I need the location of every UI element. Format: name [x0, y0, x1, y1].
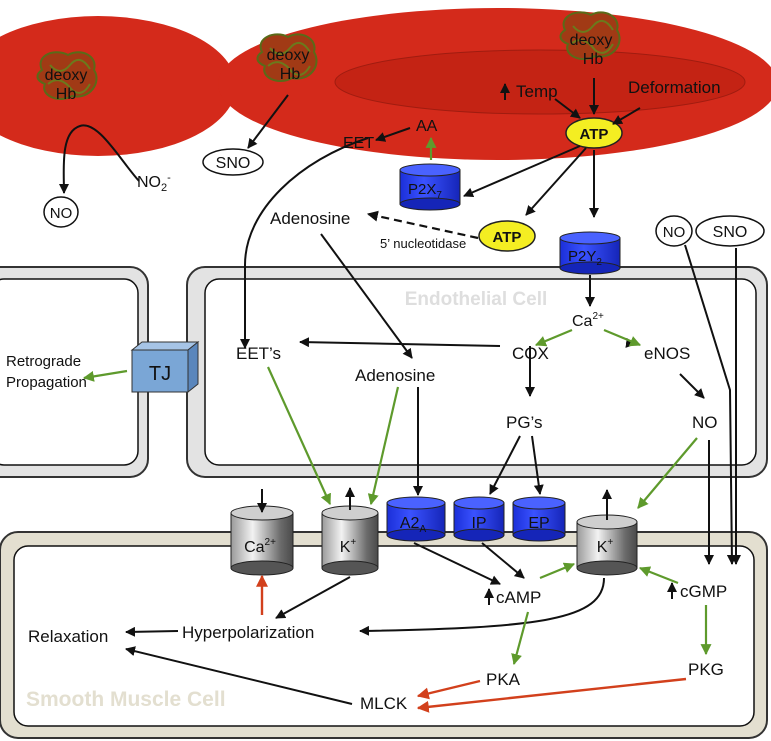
svg-text:P2X7: P2X7 — [408, 181, 442, 201]
green-arrows — [82, 136, 712, 666]
pgs-label: PG’s — [506, 413, 543, 432]
ip-receptor: IP — [453, 496, 505, 542]
svg-text:ATP: ATP — [493, 229, 522, 246]
hyperpolarization-label: Hyperpolarization — [182, 623, 314, 642]
enos-label: eNOS — [644, 344, 690, 363]
red-blood-cell-left — [0, 16, 236, 156]
nucleotidase-label: 5’ nucleotidase — [380, 236, 466, 251]
neighbor-endothelial-cell — [0, 266, 149, 478]
deoxy-hb-icon — [36, 51, 98, 101]
deformation-label: Deformation — [628, 78, 721, 97]
eets-label: EET’s — [236, 344, 281, 363]
propagation-label: Propagation — [6, 374, 87, 391]
mlck-label: MLCK — [360, 694, 408, 713]
atp-interstitial: ATP — [478, 220, 536, 252]
ep-receptor: EP — [512, 496, 566, 542]
eet-label: EET — [343, 135, 374, 152]
svg-text:NO: NO — [50, 205, 73, 222]
svg-text:TJ: TJ — [149, 363, 171, 385]
pkg-label: PKG — [688, 660, 724, 679]
no-endo-label: NO — [692, 413, 718, 432]
tight-junction: TJ — [130, 340, 200, 394]
deoxy-hb-label: deoxy — [45, 67, 88, 84]
deoxy-hb-label: Hb — [280, 66, 301, 83]
atp-rbc: ATP — [565, 117, 623, 149]
nitrite-label: NO2- — [137, 172, 171, 194]
svg-text:K+: K+ — [340, 537, 357, 556]
svg-text:Ca2+: Ca2+ — [244, 537, 276, 556]
adenosine-label: Adenosine — [270, 209, 350, 228]
sno-bubble: SNO — [202, 148, 264, 176]
deoxy-hb-icon — [559, 11, 621, 61]
retrograde-label: Retrograde — [6, 353, 81, 370]
svg-text:IP: IP — [471, 515, 486, 532]
deoxy-hb-label: Hb — [56, 86, 77, 103]
cgmp-label: cGMP — [680, 582, 727, 601]
calcium-label: Ca2+ — [572, 311, 604, 330]
a2a-receptor: A2A — [386, 496, 446, 542]
svg-text:ATP: ATP — [580, 126, 609, 143]
camp-label: cAMP — [496, 588, 541, 607]
no-bubble: NO — [43, 196, 79, 228]
sno-bubble: SNO — [695, 215, 765, 247]
svg-text:A2A: A2A — [400, 515, 427, 535]
adenosine-endo-label: Adenosine — [355, 366, 435, 385]
svg-text:P2Y2: P2Y2 — [568, 248, 602, 268]
svg-text:EP: EP — [528, 515, 549, 532]
svg-text:SNO: SNO — [216, 155, 251, 172]
deoxy-hb-label: deoxy — [267, 47, 310, 64]
pka-label: PKA — [486, 670, 521, 689]
relaxation-label: Relaxation — [28, 627, 108, 646]
nucleotidase-arrow — [366, 210, 479, 240]
calcium-channel: Ca2+ — [230, 505, 294, 576]
aa-label: AA — [416, 118, 438, 135]
svg-text:SNO: SNO — [713, 224, 748, 241]
endothelial-cell-title: Endothelial Cell — [405, 289, 548, 310]
endothelial-cell — [186, 266, 768, 478]
potassium-channel: K+ — [576, 514, 638, 576]
svg-text:K+: K+ — [597, 537, 614, 556]
red-blood-cell-right — [218, 8, 771, 160]
p2x7-receptor: P2X7 — [399, 163, 461, 211]
deoxy-hb-label: deoxy — [570, 32, 613, 49]
black-arrows — [58, 78, 741, 705]
deoxy-hb-icon — [256, 33, 318, 83]
deoxy-hb-label: Hb — [583, 51, 604, 68]
temp-label: Temp — [516, 82, 558, 101]
smooth-muscle-cell — [0, 531, 768, 739]
no-bubble: NO — [655, 215, 693, 247]
p2y2-receptor: P2Y2 — [559, 231, 621, 275]
potassium-channel: K+ — [321, 505, 379, 576]
red-arrows — [256, 574, 687, 713]
smooth-muscle-cell-title: Smooth Muscle Cell — [26, 688, 226, 711]
svg-text:NO: NO — [663, 224, 686, 241]
